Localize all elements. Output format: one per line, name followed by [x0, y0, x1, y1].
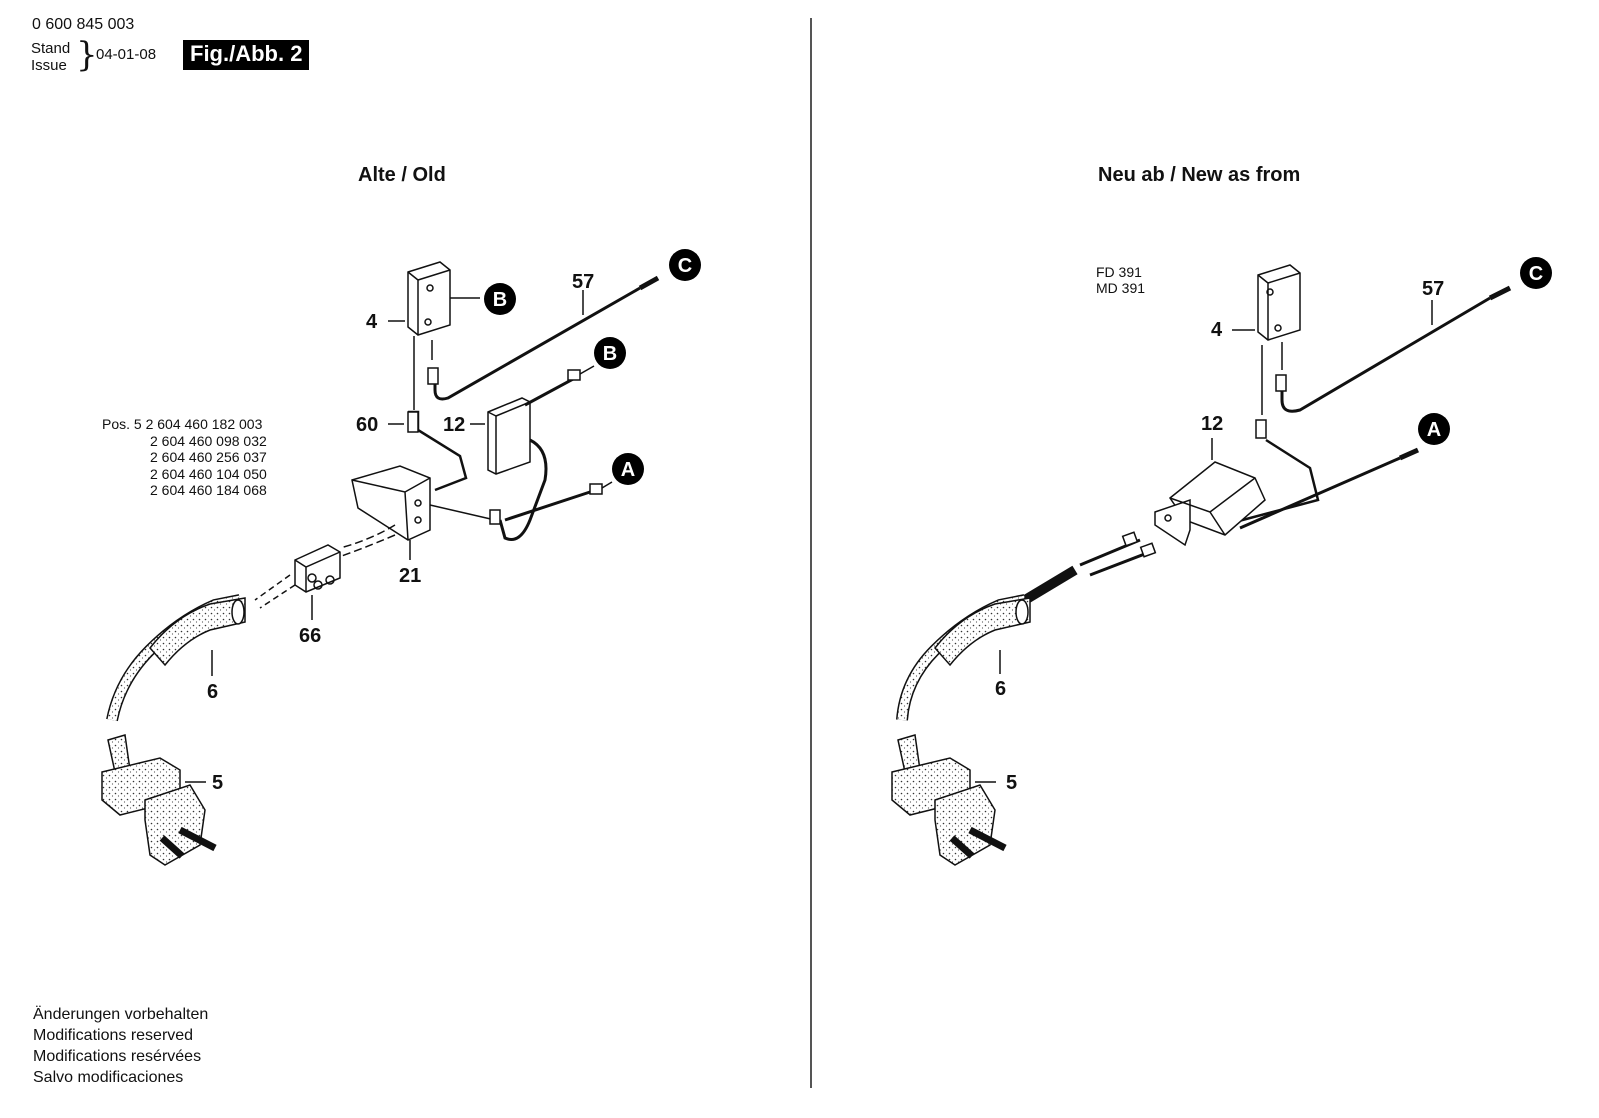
position-number-list: Pos. 5 2 604 460 182 003 2 604 460 098 0…: [102, 416, 267, 499]
wire-57-old: [433, 286, 641, 401]
callout-12-old: 12: [443, 414, 465, 436]
badge-c-new-text: C: [1529, 263, 1543, 285]
capacitor-12-old: [487, 397, 531, 475]
callout-4-new: 4: [1211, 319, 1223, 341]
badge-b-old-1-text: B: [493, 289, 507, 311]
vertical-divider: [810, 18, 812, 1088]
pos-number: 2 604 460 098 032: [150, 432, 267, 449]
terminal-block-66-old: [294, 544, 341, 620]
new-section-title: Neu ab / New as from: [1098, 164, 1301, 186]
model-md: MD 391: [1096, 280, 1146, 296]
badge-a-new-text: A: [1427, 419, 1441, 441]
callout-5-old: 5: [212, 772, 223, 794]
plug-5-new: [891, 734, 1007, 866]
badge-a-old: A: [612, 453, 644, 485]
footer-notes: Änderungen vorbehalten Modifications res…: [33, 1004, 208, 1088]
footer-line: Salvo modificaciones: [33, 1069, 184, 1086]
micro-switch-old: [407, 261, 480, 336]
callout-21-old: 21: [399, 565, 421, 587]
switch-21-old: [351, 465, 431, 541]
callout-6-old: 6: [207, 681, 218, 703]
footer-line: Änderungen vorbehalten: [33, 1006, 209, 1023]
callout-5-new: 5: [1006, 772, 1017, 794]
badge-a-new: A: [1418, 413, 1450, 445]
footer-line: Modifications resérvées: [33, 1048, 202, 1065]
badge-c-old: C: [669, 249, 701, 281]
issue-label: Issue: [31, 57, 67, 74]
badge-b-old-2: B: [594, 337, 626, 369]
micro-switch-new: [1257, 264, 1301, 341]
badge-c-old-text: C: [678, 255, 692, 277]
badge-b-old-1: B: [484, 283, 516, 315]
pos-number: 2 604 460 256 037: [150, 449, 267, 465]
pos-number: 2 604 460 184 068: [150, 482, 267, 498]
callout-6-new: 6: [995, 678, 1006, 700]
model-fd: FD 391: [1096, 264, 1142, 280]
callout-4-old: 4: [366, 311, 378, 333]
pos-number: 2 604 460 104 050: [150, 465, 267, 482]
badge-b-old-2-text: B: [603, 343, 617, 365]
issue-date: 04-01-08: [96, 46, 157, 63]
callout-57-old: 57: [572, 271, 594, 293]
stand-label: Stand: [31, 40, 71, 57]
pos-row: 2 604 460 256 037: [102, 449, 267, 466]
callout-12-new: 12: [1201, 413, 1223, 435]
callout-66-old: 66: [299, 625, 321, 647]
pos-row: 2 604 460 104 050: [102, 466, 267, 483]
footer-line: Modifications reserved: [33, 1027, 194, 1044]
badge-a-old-text: A: [621, 459, 635, 481]
pos-number: 2 604 460 182 003: [145, 416, 263, 432]
figure-label: Fig./Abb. 2: [183, 40, 310, 70]
old-assembly: [101, 261, 660, 866]
document-number: 0 600 845 003: [32, 16, 135, 33]
model-list: FD 391 MD 391: [1096, 264, 1145, 296]
stand-issue-label: Stand Issue: [31, 40, 70, 74]
badge-c-new: C: [1520, 257, 1552, 289]
pos-row: Pos. 5 2 604 460 182 003: [102, 416, 267, 433]
new-assembly: [891, 264, 1512, 866]
brace-glyph: }: [76, 35, 98, 75]
pos-prefix: Pos. 5: [102, 416, 142, 432]
connector-old: [427, 367, 439, 385]
capacitor-12-new: [1154, 438, 1266, 547]
callout-57-new: 57: [1422, 278, 1444, 300]
plug-5-old: [101, 734, 217, 866]
pos-row: 2 604 460 098 032: [102, 433, 267, 450]
wire-57-new: [1280, 296, 1491, 413]
terminal-57-old: [638, 275, 660, 291]
callout-60-old: 60: [356, 414, 378, 436]
pos-row: 2 604 460 184 068: [102, 482, 267, 499]
old-section-title: Alte / Old: [358, 164, 446, 186]
